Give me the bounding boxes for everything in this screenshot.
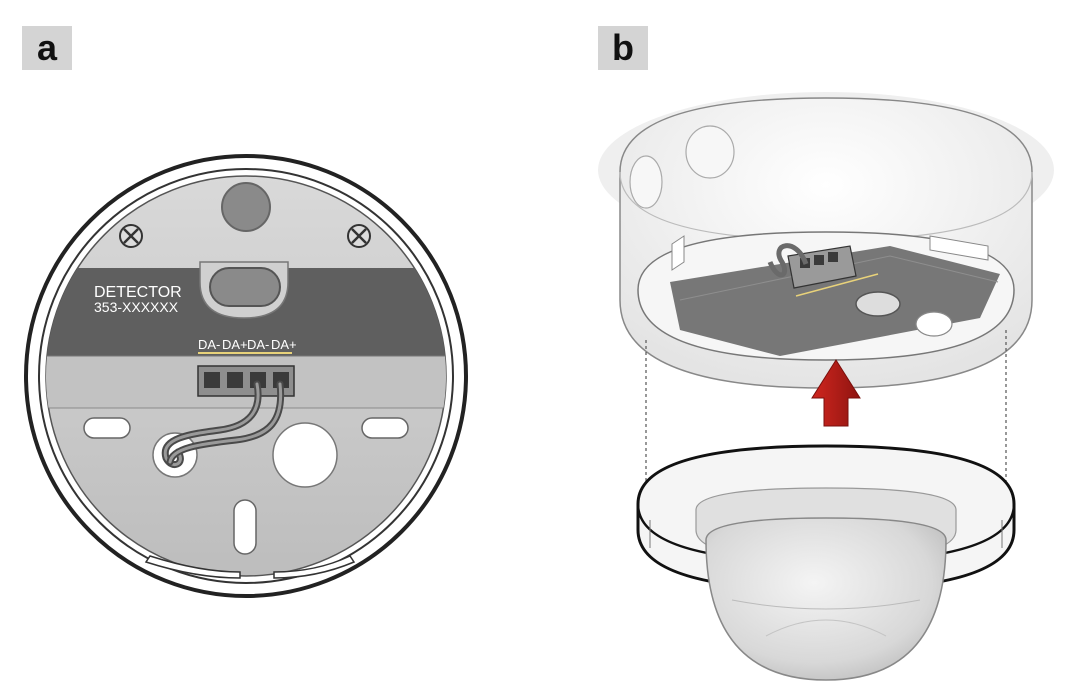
panel-label-b: b [598, 26, 648, 70]
detector-base-top-view: DETECTOR 353-XXXXXX DA- DA+ DA- DA+ [24, 154, 468, 598]
knockout [685, 125, 735, 179]
screw-icon [119, 224, 143, 248]
knockout [629, 155, 663, 209]
detector-part-number: 353-XXXXXX [94, 299, 179, 315]
detector-dome [636, 444, 1016, 681]
screw-icon [347, 224, 371, 248]
side-slot-left [83, 417, 131, 439]
terminal-label-2: DA+ [222, 337, 248, 352]
wire [767, 243, 809, 278]
cable-slot [855, 291, 901, 317]
terminal-label-1: DA- [198, 337, 220, 352]
detector-title: DETECTOR [94, 284, 182, 301]
terminal-label-4: DA+ [271, 337, 297, 352]
cable-slot [209, 267, 281, 307]
side-slot-right [361, 417, 409, 439]
panel-label-a: a [22, 26, 72, 70]
mounting-hole-top [221, 182, 271, 232]
detector-assembly-view [598, 92, 1054, 681]
terminal-label-3: DA- [247, 337, 269, 352]
arrow-up-icon [811, 359, 861, 427]
inner-ring [38, 168, 454, 584]
mounting-hole-center [272, 422, 338, 488]
keyhole-slot [233, 499, 257, 555]
